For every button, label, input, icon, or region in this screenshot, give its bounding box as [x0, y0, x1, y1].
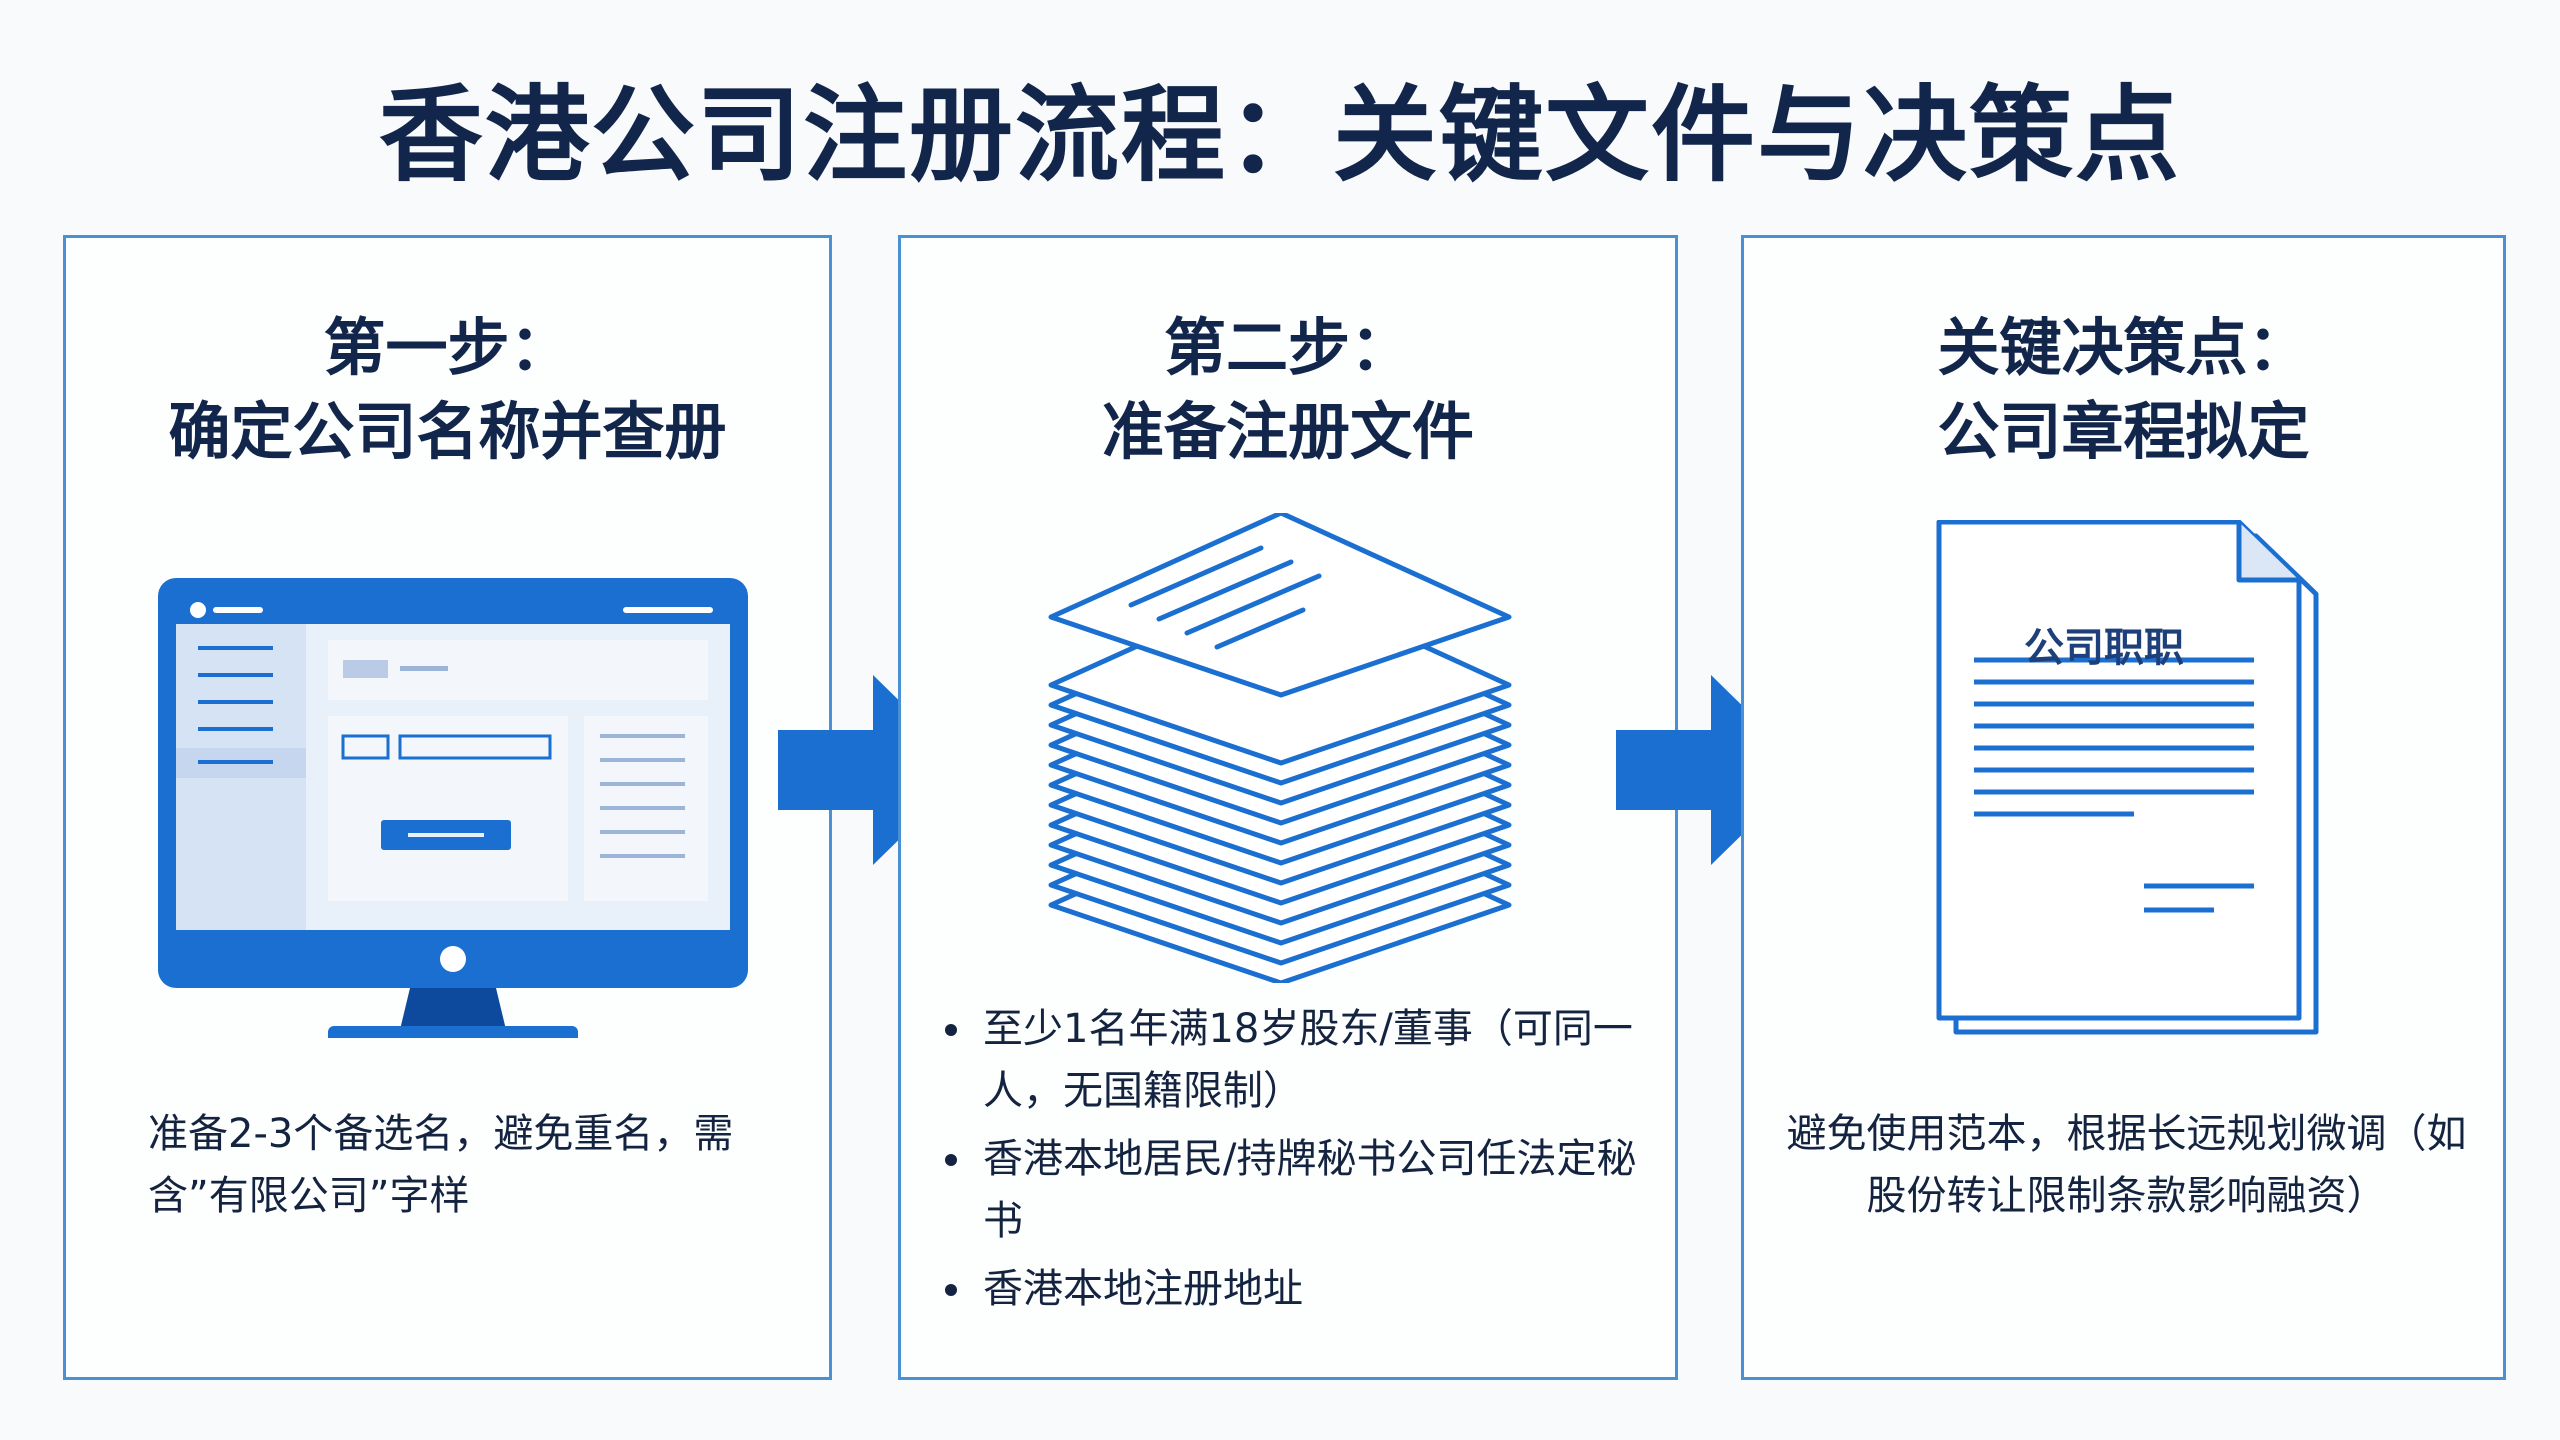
step-1-panel: 第一步： 确定公司名称并查册 准备2-3个备选名，避免重名， [63, 235, 832, 1380]
document-stack-icon [1048, 513, 1512, 983]
step-2-requirements: 至少1名年满18岁股东/董事（可同一人，无国籍限制） 香港本地居民/持牌秘书公司… [941, 998, 1661, 1326]
list-item: 至少1名年满18岁股东/董事（可同一人，无国籍限制） [941, 998, 1661, 1122]
document-icon: 公司职职 [1934, 520, 2324, 1050]
step-1-title-line1: 第一步： [323, 311, 572, 384]
step-2-title: 第二步： 准备注册文件 [901, 306, 1675, 474]
list-item: 香港本地注册地址 [941, 1258, 1661, 1320]
decision-point-title-line1: 关键决策点： [1937, 311, 2310, 384]
arrow-right-icon [778, 675, 970, 865]
step-2-panel: 第二步： 准备注册文件 至少1名年满18岁股东/董事（可同一人，无国 [898, 235, 1678, 1380]
decision-point-title-line2: 公司章程拟定 [1937, 395, 2310, 468]
decision-point-panel: 关键决策点： 公司章程拟定 公司职职 避免使用范本，根据长远规划微调（如股份转让… [1741, 235, 2506, 1380]
monitor-icon [158, 578, 748, 1038]
step-1-description: 准备2-3个备选名，避免重名，需含”有限公司”字样 [148, 1111, 734, 1219]
requirements-list: 至少1名年满18岁股东/董事（可同一人，无国籍限制） 香港本地居民/持牌秘书公司… [941, 998, 1661, 1320]
decision-point-title: 关键决策点： 公司章程拟定 [1744, 306, 2503, 474]
arrow-right-icon [1616, 675, 1808, 865]
step-2-title-line1: 第二步： [1163, 311, 1412, 384]
step-2-title-line2: 准备注册文件 [1101, 395, 1474, 468]
page-title: 香港公司注册流程：关键文件与决策点 [378, 74, 2181, 196]
step-1-title-line2: 确定公司名称并查册 [168, 395, 727, 468]
document-header: 公司职职 [2024, 625, 2184, 671]
step-1-title: 第一步： 确定公司名称并查册 [66, 306, 829, 474]
decision-point-description: 避免使用范本，根据长远规划微调（如股份转让限制条款影响融资） [1786, 1111, 2467, 1219]
list-item: 香港本地居民/持牌秘书公司任法定秘书 [941, 1128, 1661, 1252]
